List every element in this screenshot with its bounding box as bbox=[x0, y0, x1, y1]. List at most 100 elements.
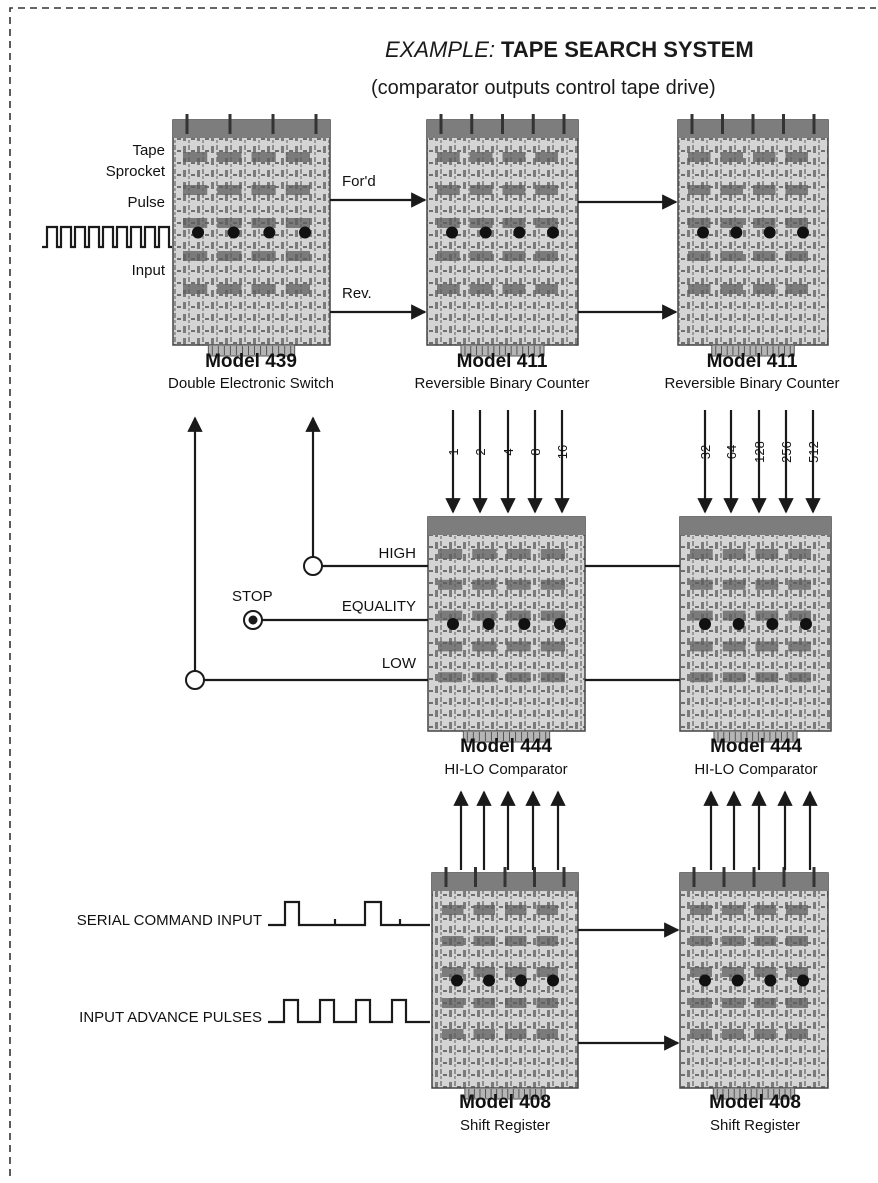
model-444a-desc: HI-LO Comparator bbox=[444, 761, 567, 778]
board-component bbox=[474, 905, 496, 915]
input-label-line2: Sprocket bbox=[106, 163, 166, 180]
board-component bbox=[470, 284, 493, 294]
board-component bbox=[756, 580, 779, 590]
board-component bbox=[437, 251, 460, 261]
board-component bbox=[503, 185, 526, 195]
board-capacitor bbox=[766, 618, 778, 630]
board-capacitor bbox=[451, 975, 463, 987]
model-444b-name: Model 444 bbox=[710, 736, 802, 757]
board-capacitor bbox=[547, 227, 559, 239]
board-component bbox=[217, 251, 241, 261]
bit-label: 4 bbox=[501, 448, 516, 455]
board-capacitor bbox=[299, 227, 311, 239]
board-component bbox=[721, 284, 744, 294]
module-408a-board bbox=[432, 867, 578, 1099]
board-component bbox=[786, 936, 808, 946]
low-junction bbox=[186, 671, 204, 689]
board-component bbox=[442, 1029, 464, 1039]
board-component bbox=[723, 549, 746, 559]
board-component bbox=[252, 218, 276, 228]
board-capacitor bbox=[192, 227, 204, 239]
board-component bbox=[252, 284, 276, 294]
board-component bbox=[503, 152, 526, 162]
board-component bbox=[754, 998, 776, 1008]
board-component bbox=[756, 641, 779, 651]
board-component bbox=[437, 185, 460, 195]
board-top-strip bbox=[680, 517, 831, 535]
board-capacitor bbox=[518, 618, 530, 630]
reverse-label: Rev. bbox=[342, 285, 372, 302]
board-component bbox=[507, 580, 531, 590]
board-component bbox=[470, 185, 493, 195]
board-component bbox=[541, 641, 565, 651]
board-component bbox=[541, 580, 565, 590]
board-component bbox=[437, 284, 460, 294]
model-408a-name: Model 408 bbox=[459, 1092, 551, 1113]
board-component bbox=[754, 905, 776, 915]
board-capacitor bbox=[483, 975, 495, 987]
board-component bbox=[507, 549, 531, 559]
board-component bbox=[252, 185, 276, 195]
board-component bbox=[788, 672, 811, 682]
board-capacitor bbox=[554, 618, 566, 630]
module-411a-board bbox=[427, 114, 578, 356]
module-439-board bbox=[173, 114, 330, 356]
bit-label: 128 bbox=[752, 441, 767, 463]
board-component bbox=[722, 1029, 744, 1039]
board-capacitor bbox=[732, 975, 744, 987]
board-capacitor bbox=[483, 618, 495, 630]
board-component bbox=[722, 905, 744, 915]
module-411b-board bbox=[678, 114, 828, 356]
board-component bbox=[723, 580, 746, 590]
board-component bbox=[217, 218, 241, 228]
board-component bbox=[183, 251, 207, 261]
board-component bbox=[754, 1029, 776, 1039]
bit-label: 512 bbox=[806, 441, 821, 463]
board-component bbox=[688, 185, 711, 195]
board-capacitor bbox=[228, 227, 240, 239]
board-capacitor bbox=[547, 975, 559, 987]
stop-label: STOP bbox=[232, 588, 273, 605]
board-component bbox=[754, 936, 776, 946]
model-408a-desc: Shift Register bbox=[460, 1117, 550, 1134]
board-component bbox=[472, 672, 496, 682]
bit-label: 32 bbox=[698, 445, 713, 459]
board-capacitor bbox=[800, 618, 812, 630]
board-component bbox=[442, 998, 464, 1008]
board-component bbox=[786, 185, 809, 195]
board-component bbox=[786, 284, 809, 294]
model-408b-name: Model 408 bbox=[709, 1092, 801, 1113]
board-component bbox=[721, 218, 744, 228]
board-capacitor bbox=[730, 227, 742, 239]
board-component bbox=[442, 936, 464, 946]
board-capacitor bbox=[446, 227, 458, 239]
high-label: HIGH bbox=[379, 545, 417, 562]
board-capacitor bbox=[797, 227, 809, 239]
board-component bbox=[537, 905, 559, 915]
input-label-line1: Tape bbox=[132, 142, 165, 159]
board-component bbox=[690, 967, 712, 977]
board-component bbox=[472, 641, 496, 651]
module-444b-board bbox=[680, 517, 831, 742]
board-component bbox=[437, 152, 460, 162]
board-component bbox=[183, 284, 207, 294]
stop-terminal-dot bbox=[249, 616, 258, 625]
board-component bbox=[535, 152, 558, 162]
board-component bbox=[721, 185, 744, 195]
low-label: LOW bbox=[382, 655, 417, 672]
board-component bbox=[537, 998, 559, 1008]
board-component bbox=[690, 905, 712, 915]
board-component bbox=[786, 998, 808, 1008]
board-component bbox=[535, 251, 558, 261]
bit-label: 256 bbox=[779, 441, 794, 463]
board-top-strip bbox=[173, 120, 330, 138]
bit-label: 16 bbox=[555, 445, 570, 459]
board-component bbox=[690, 1029, 712, 1039]
model-411a-desc: Reversible Binary Counter bbox=[414, 375, 589, 392]
bit-label: 1 bbox=[446, 448, 461, 455]
board-component bbox=[474, 1029, 496, 1039]
bit-label: 64 bbox=[724, 445, 739, 459]
diagram-subtitle: (comparator outputs control tape drive) bbox=[371, 77, 716, 99]
board-component bbox=[535, 284, 558, 294]
